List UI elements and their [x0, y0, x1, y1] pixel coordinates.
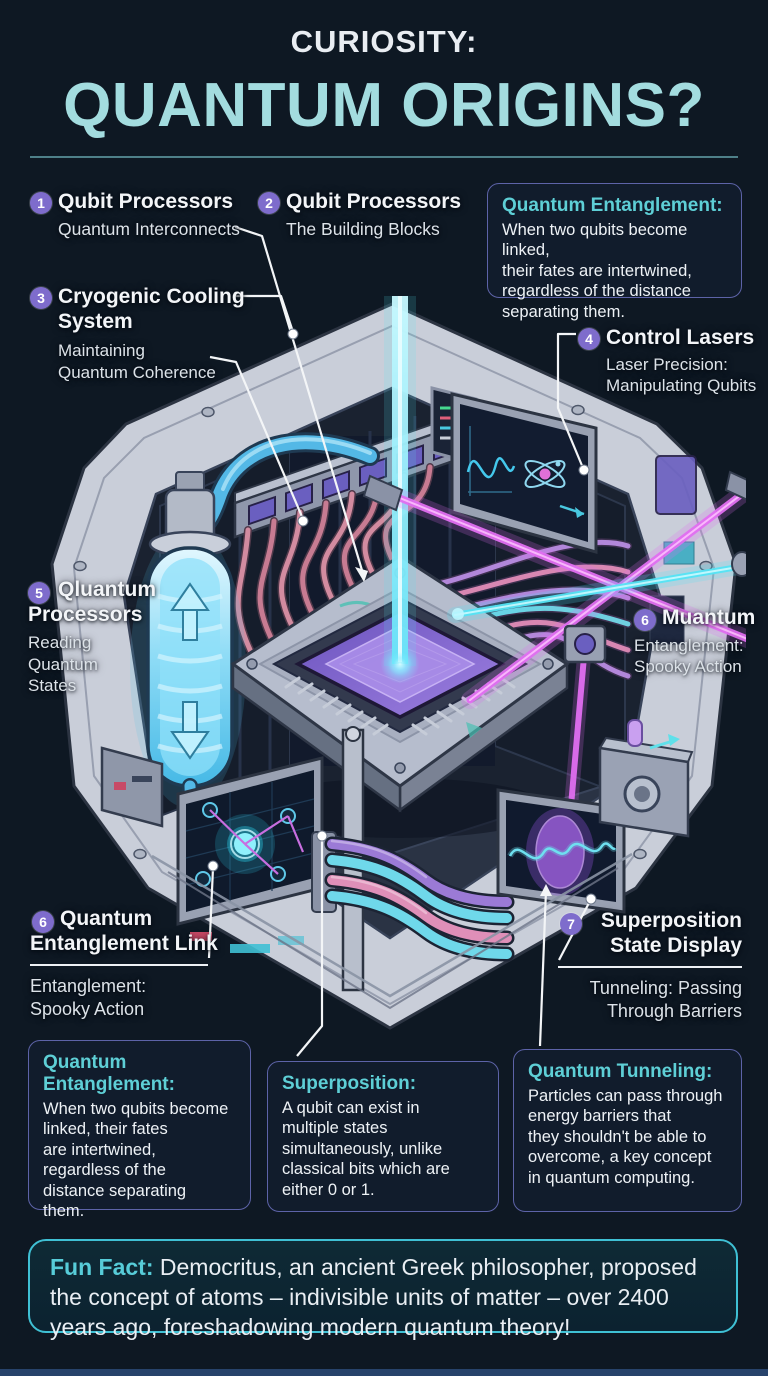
- infobox-body: When two qubits become linked, their fat…: [43, 1100, 229, 1221]
- callout-qubit-building-blocks: 2 Qubit Processors The Building Blocks: [258, 190, 462, 240]
- callout-3-sub: Maintaining Quantum Coherence: [58, 341, 216, 382]
- callout-7-title: Superposition State Display: [600, 909, 742, 957]
- callout-entanglement-right: 6 Muantum Entanglement: Spooky Action: [634, 606, 764, 678]
- callout-6r-badge: 6: [634, 609, 656, 631]
- callout-1-title: Qubit Processors: [58, 190, 234, 213]
- infobox-tunneling: Quantum Tunneling: Particles can pass th…: [513, 1049, 742, 1212]
- callout-entanglement-link: 6 Quantum Entanglement Link Entanglement…: [30, 907, 250, 1021]
- quantum-computer-illustration: [50, 296, 746, 1030]
- infobox-superposition: Superposition: A qubit can exist in mult…: [267, 1061, 499, 1212]
- infobox-heading: Quantum Entanglement:: [502, 195, 723, 216]
- control-knob-box: [598, 719, 694, 838]
- infobox-body: Particles can pass through energy barrie…: [528, 1087, 723, 1187]
- callout-qubit-interconnects: 1 Qubit Processors Quantum Interconnects: [30, 190, 240, 240]
- callout-6b-title: Quantum Entanglement Link: [30, 907, 218, 955]
- infobox-entanglement-bottom: Quantum Entanglement: When two qubits be…: [28, 1040, 251, 1220]
- callout-7-badge: 7: [560, 913, 582, 935]
- callout-5-title: Qluantum Processors: [28, 578, 156, 626]
- callout-quantum-processors: 5 Qluantum Processors Reading Quantum St…: [28, 578, 188, 697]
- callout-1-sub: Quantum Interconnects: [58, 218, 240, 239]
- callout-6r-title: Muantum: [662, 606, 756, 629]
- chip-pins: [284, 676, 516, 736]
- callout-7-sub: Tunneling: Passing Through Barriers: [589, 978, 742, 1021]
- callout-2-sub: The Building Blocks: [286, 218, 440, 239]
- cryo-flow-arrows: [170, 582, 210, 760]
- laser-emitters: [362, 470, 746, 664]
- callout-4-title: Control Lasers: [606, 326, 755, 349]
- kicker-text: CURIOSITY:: [290, 24, 478, 59]
- laser-beams: [376, 479, 746, 859]
- fun-fact-text: Democritus, an ancient Greek philosopher…: [50, 1254, 697, 1340]
- callout-4-badge: 4: [578, 328, 600, 350]
- callout-6b-divider: [30, 964, 208, 967]
- vertical-beam: [384, 296, 416, 680]
- infobox-heading: Quantum Entanglement:: [43, 1052, 175, 1095]
- page-title: QUANTUM ORIGINS?: [63, 71, 705, 140]
- callout-cryogenic-cooling: 3 Cryogenic Cooling System Maintaining Q…: [30, 285, 245, 383]
- infobox-entanglement-top: Quantum Entanglement: When two qubits be…: [487, 183, 742, 321]
- callout-3-badge: 3: [30, 287, 52, 309]
- infobox-heading: Superposition:: [282, 1073, 417, 1094]
- superposition-screen: [496, 788, 626, 914]
- bottom-accent-bar: [0, 1369, 768, 1376]
- title-divider: [30, 156, 738, 158]
- callout-4-sub: Laser Precision: Manipulating Qubits: [606, 354, 757, 396]
- callout-2-title: Qubit Processors: [286, 190, 462, 213]
- callout-6b-sub: Entanglement: Spooky Action: [30, 976, 147, 1019]
- infobox-body: When two qubits become linked, their fat…: [502, 221, 692, 321]
- callout-6r-sub: Entanglement: Spooky Action: [634, 635, 744, 677]
- callout-5-badge: 5: [28, 582, 50, 604]
- left-wall-module: [100, 746, 164, 828]
- callout-1-badge: 1: [30, 192, 52, 214]
- callout-3-title: Cryogenic Cooling System: [58, 285, 245, 333]
- callout-7-divider: [558, 966, 742, 969]
- callout-superposition-display: 7 Superposition State Display Tunneling:…: [526, 909, 742, 1023]
- callout-5-sub: Reading Quantum States: [28, 633, 98, 696]
- callout-6b-badge: 6: [32, 911, 54, 933]
- callout-2-badge: 2: [258, 192, 280, 214]
- infobox-body: A qubit can exist in multiple states sim…: [282, 1099, 450, 1199]
- infobox-heading: Quantum Tunneling:: [528, 1061, 713, 1082]
- callout-control-lasers: 4 Control Lasers Laser Precision: Manipu…: [578, 326, 757, 397]
- fun-fact-label: Fun Fact:: [50, 1254, 154, 1280]
- fun-fact-box: Fun Fact: Democritus, an ancient Greek p…: [28, 1239, 738, 1340]
